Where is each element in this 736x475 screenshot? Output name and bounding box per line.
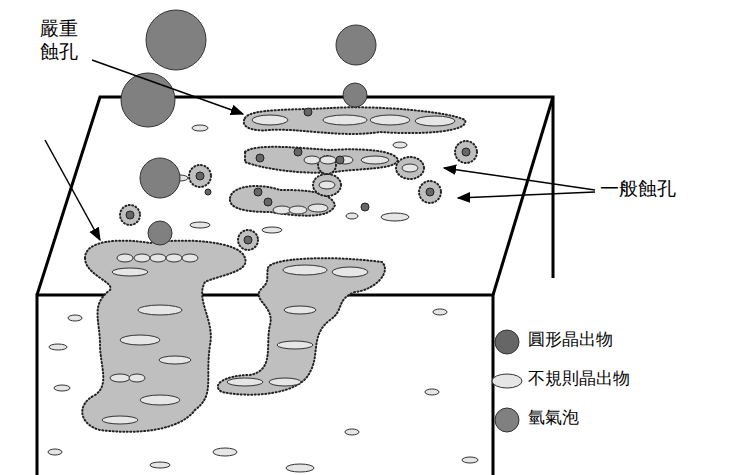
leader-arrows [45, 60, 595, 240]
severe-pits [82, 107, 465, 432]
irregular-precipitates-in-pits [102, 115, 455, 424]
legend-text: 氫氣泡 [528, 408, 579, 428]
round-precipitates [126, 108, 470, 244]
irregular-precipitates-scattered [48, 125, 478, 472]
callout-label: 一般蝕孔 [600, 178, 676, 201]
legend-samples [492, 330, 522, 432]
legend-text: 圓形晶出物 [528, 330, 613, 350]
hydrogen-bubbles [121, 10, 376, 245]
legend-text: 不規則晶出物 [528, 369, 630, 389]
general-pits [120, 141, 477, 250]
specimen-block [37, 97, 553, 475]
callout-label: 嚴重 蝕孔 [40, 18, 80, 64]
